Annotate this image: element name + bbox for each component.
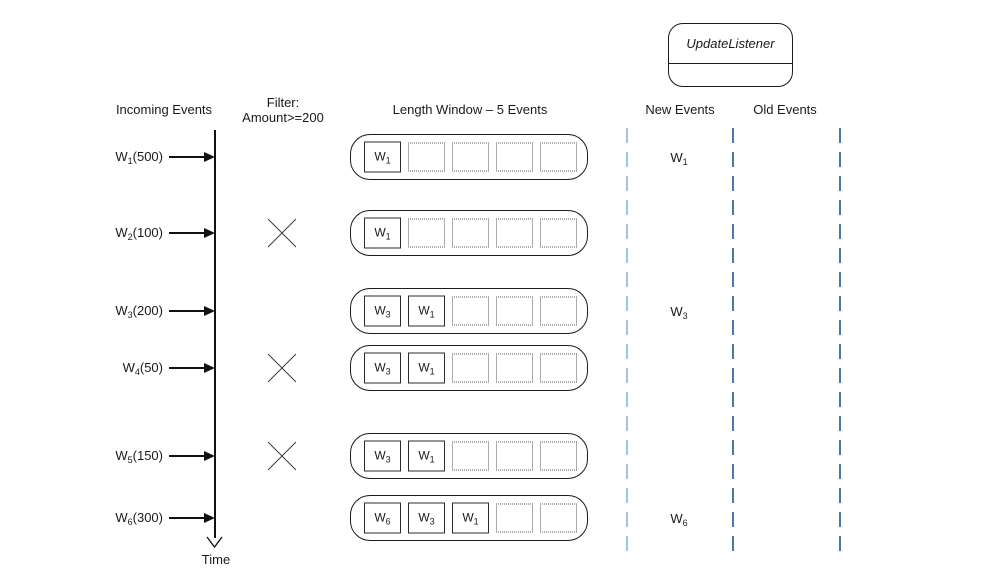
window-slot-empty [408, 218, 445, 248]
header-incoming-events: Incoming Events [115, 102, 213, 117]
arrow-right-icon [204, 450, 215, 461]
window-slot-filled: W1 [408, 295, 445, 327]
window-slot-empty [452, 353, 489, 383]
window-slot-empty [452, 142, 489, 172]
dashed-separator-middle [732, 128, 734, 552]
header-filter-line1: Filter: [266, 95, 300, 110]
timeline-label: Time [201, 552, 231, 567]
arrow-right-icon [204, 512, 215, 523]
window-slot-empty [452, 441, 489, 471]
event-arrow-line [169, 232, 205, 234]
window-slot-filled: W1 [408, 440, 445, 472]
timeline-axis [214, 130, 216, 538]
window-slot-filled: W3 [364, 440, 401, 472]
listener-divider [669, 63, 792, 65]
window-slot-empty [496, 353, 533, 383]
window-slot-filled: W6 [364, 502, 401, 534]
window-slot-empty [540, 296, 577, 326]
header-old-events: Old Events [753, 102, 817, 117]
timeline-arrow-down-icon [206, 536, 223, 549]
new-event-w6: W6 [670, 511, 688, 528]
filter-reject-x-icon [267, 441, 297, 471]
window-slot-filled: W1 [364, 217, 401, 249]
event-label-w2: W2(100) [115, 225, 163, 242]
window-slot-filled: W1 [452, 502, 489, 534]
window-slot-filled: W3 [364, 295, 401, 327]
filter-reject-x-icon [267, 218, 297, 248]
arrow-right-icon [204, 227, 215, 238]
window-slot-empty [496, 503, 533, 533]
window-slot-empty [452, 218, 489, 248]
window-slot-empty [540, 218, 577, 248]
header-filter-line2: Amount>=200 [242, 110, 324, 125]
length-window-row3: W3 W1 [350, 288, 588, 334]
new-event-w3: W3 [670, 304, 688, 321]
length-window-row2: W1 [350, 210, 588, 256]
new-event-w1: W1 [670, 150, 688, 167]
window-slot-empty [540, 503, 577, 533]
update-listener-box: UpdateListener [668, 23, 793, 87]
window-slot-filled: W3 [364, 352, 401, 384]
window-slot-empty [540, 441, 577, 471]
window-slot-empty [540, 142, 577, 172]
arrow-right-icon [204, 362, 215, 373]
header-new-events: New Events [645, 102, 715, 117]
event-label-w5: W5(150) [115, 448, 163, 465]
window-slot-filled: W1 [364, 141, 401, 173]
update-listener-label: UpdateListener [686, 36, 775, 51]
window-slot-empty [496, 441, 533, 471]
event-arrow-line [169, 156, 205, 158]
event-arrow-line [169, 455, 205, 457]
event-arrow-line [169, 310, 205, 312]
length-window-row6: W6 W3 W1 [350, 495, 588, 541]
window-slot-empty [496, 296, 533, 326]
window-slot-empty [452, 296, 489, 326]
event-arrow-line [169, 367, 205, 369]
event-arrow-line [169, 517, 205, 519]
header-filter: Filter: Amount>=200 [233, 95, 333, 125]
dashed-separator-left [626, 128, 628, 552]
window-slot-empty [540, 353, 577, 383]
window-slot-empty [496, 142, 533, 172]
arrow-right-icon [204, 305, 215, 316]
filter-reject-x-icon [267, 353, 297, 383]
length-window-row1: W1 [350, 134, 588, 180]
window-slot-empty [408, 142, 445, 172]
event-label-w4: W4(50) [122, 360, 163, 377]
arrow-right-icon [204, 151, 215, 162]
event-label-w1: W1(500) [115, 149, 163, 166]
event-label-w6: W6(300) [115, 510, 163, 527]
length-window-row4: W3 W1 [350, 345, 588, 391]
header-length-window: Length Window – 5 Events [392, 102, 548, 117]
window-slot-filled: W1 [408, 352, 445, 384]
length-window-row5: W3 W1 [350, 433, 588, 479]
dashed-separator-right [839, 128, 841, 552]
window-slot-empty [496, 218, 533, 248]
window-slot-filled: W3 [408, 502, 445, 534]
event-label-w3: W3(200) [115, 303, 163, 320]
